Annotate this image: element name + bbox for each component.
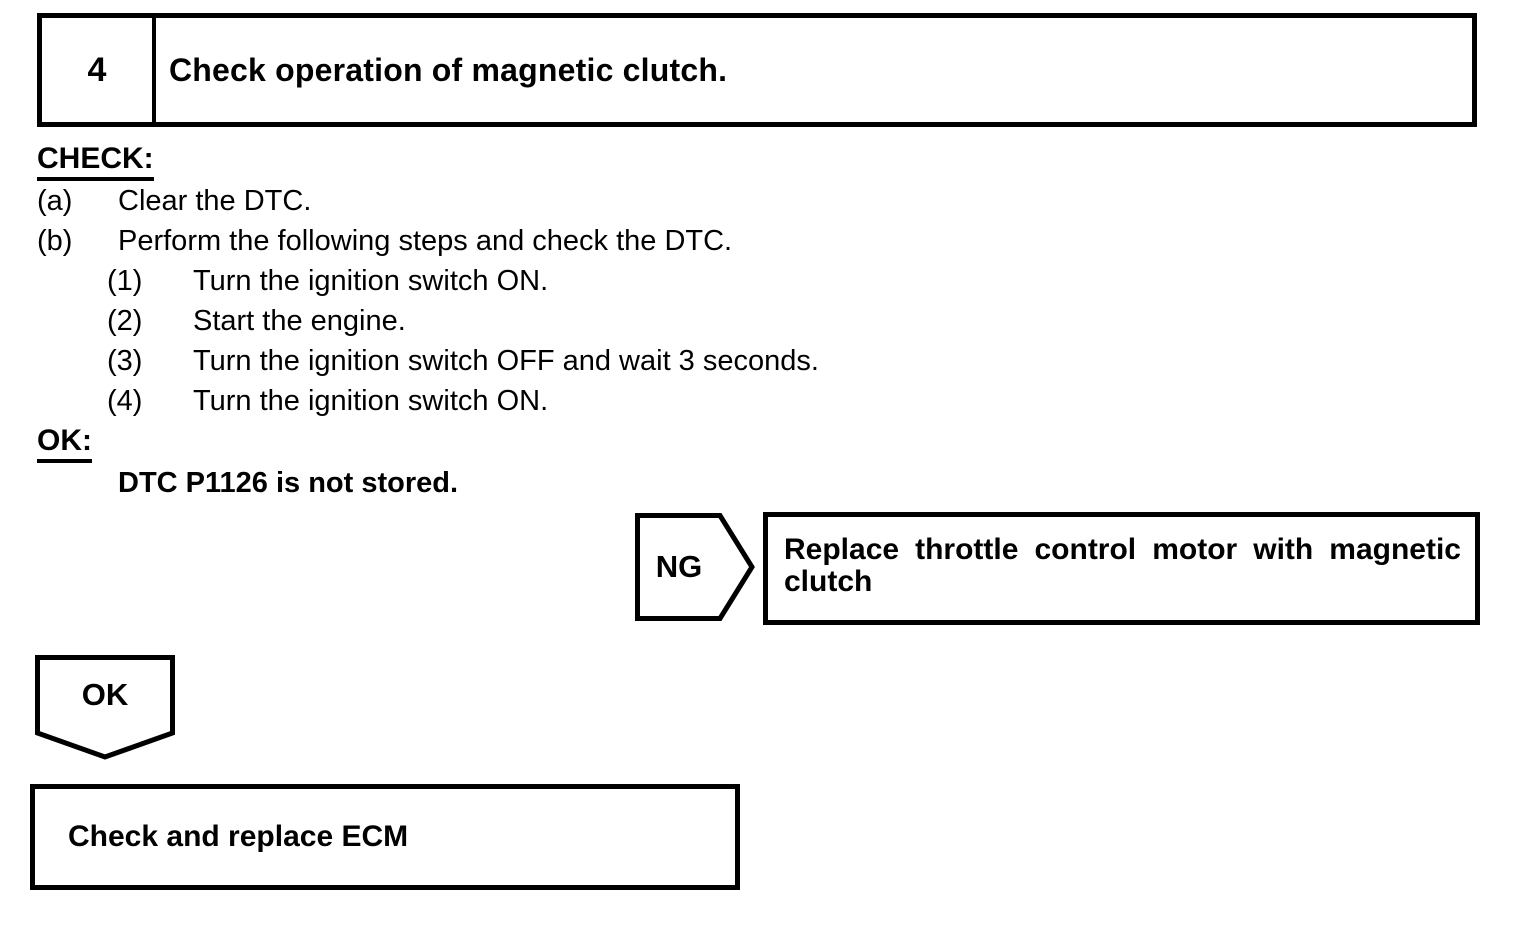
ok-condition: DTC P1126 is not stored. xyxy=(118,467,459,499)
substep-label: (1) xyxy=(107,265,143,297)
substep-text: Turn the ignition switch OFF and wait 3 … xyxy=(193,345,819,377)
ng-connector-label: NG xyxy=(655,549,703,584)
ng-arrow-shape xyxy=(635,513,755,621)
procedure-item-a: (a) Clear the DTC. xyxy=(37,181,937,221)
item-label: (a) xyxy=(37,185,73,217)
ok-action-box: Check and replace ECM xyxy=(30,784,740,890)
substep-text: Start the engine. xyxy=(193,305,406,337)
substep-label: (2) xyxy=(107,305,143,337)
substep-label: (3) xyxy=(107,345,143,377)
ng-action-line1: Replace throttle control motor with magn… xyxy=(784,532,1461,566)
procedure-substep-3: (3) Turn the ignition switch OFF and wai… xyxy=(107,341,937,381)
ng-action-box: Replace throttle control motor with magn… xyxy=(763,512,1480,625)
ok-heading-line: OK: xyxy=(37,421,937,463)
procedure-text: CHECK: (a) Clear the DTC. (b) Perform th… xyxy=(37,139,937,503)
step-header: 4 Check operation of magnetic clutch. xyxy=(37,13,1477,127)
procedure-item-b: (b) Perform the following steps and chec… xyxy=(37,221,937,261)
ok-connector-label: OK xyxy=(81,677,129,712)
ok-heading: OK: xyxy=(37,423,92,463)
check-heading: CHECK: xyxy=(37,141,154,181)
procedure-substep-4: (4) Turn the ignition switch ON. xyxy=(107,381,937,421)
ng-connector: NG xyxy=(635,513,755,621)
procedure-substep-2: (2) Start the engine. xyxy=(107,301,937,341)
step-number: 4 xyxy=(42,18,156,122)
item-text: Clear the DTC. xyxy=(118,185,312,217)
substep-label: (4) xyxy=(107,385,143,417)
step-title: Check operation of magnetic clutch. xyxy=(169,51,728,88)
substep-text: Turn the ignition switch ON. xyxy=(193,265,549,297)
ng-action-line2: clutch xyxy=(784,564,873,598)
ok-connector: OK xyxy=(35,655,175,760)
item-label: (b) xyxy=(37,225,73,257)
ok-action-text: Check and replace ECM xyxy=(68,820,409,853)
procedure-substep-1: (1) Turn the ignition switch ON. xyxy=(107,261,937,301)
substep-text: Turn the ignition switch ON. xyxy=(193,385,549,417)
ok-arrow-shape xyxy=(35,655,175,760)
check-heading-line: CHECK: xyxy=(37,139,937,181)
item-text: Perform the following steps and check th… xyxy=(118,225,733,257)
